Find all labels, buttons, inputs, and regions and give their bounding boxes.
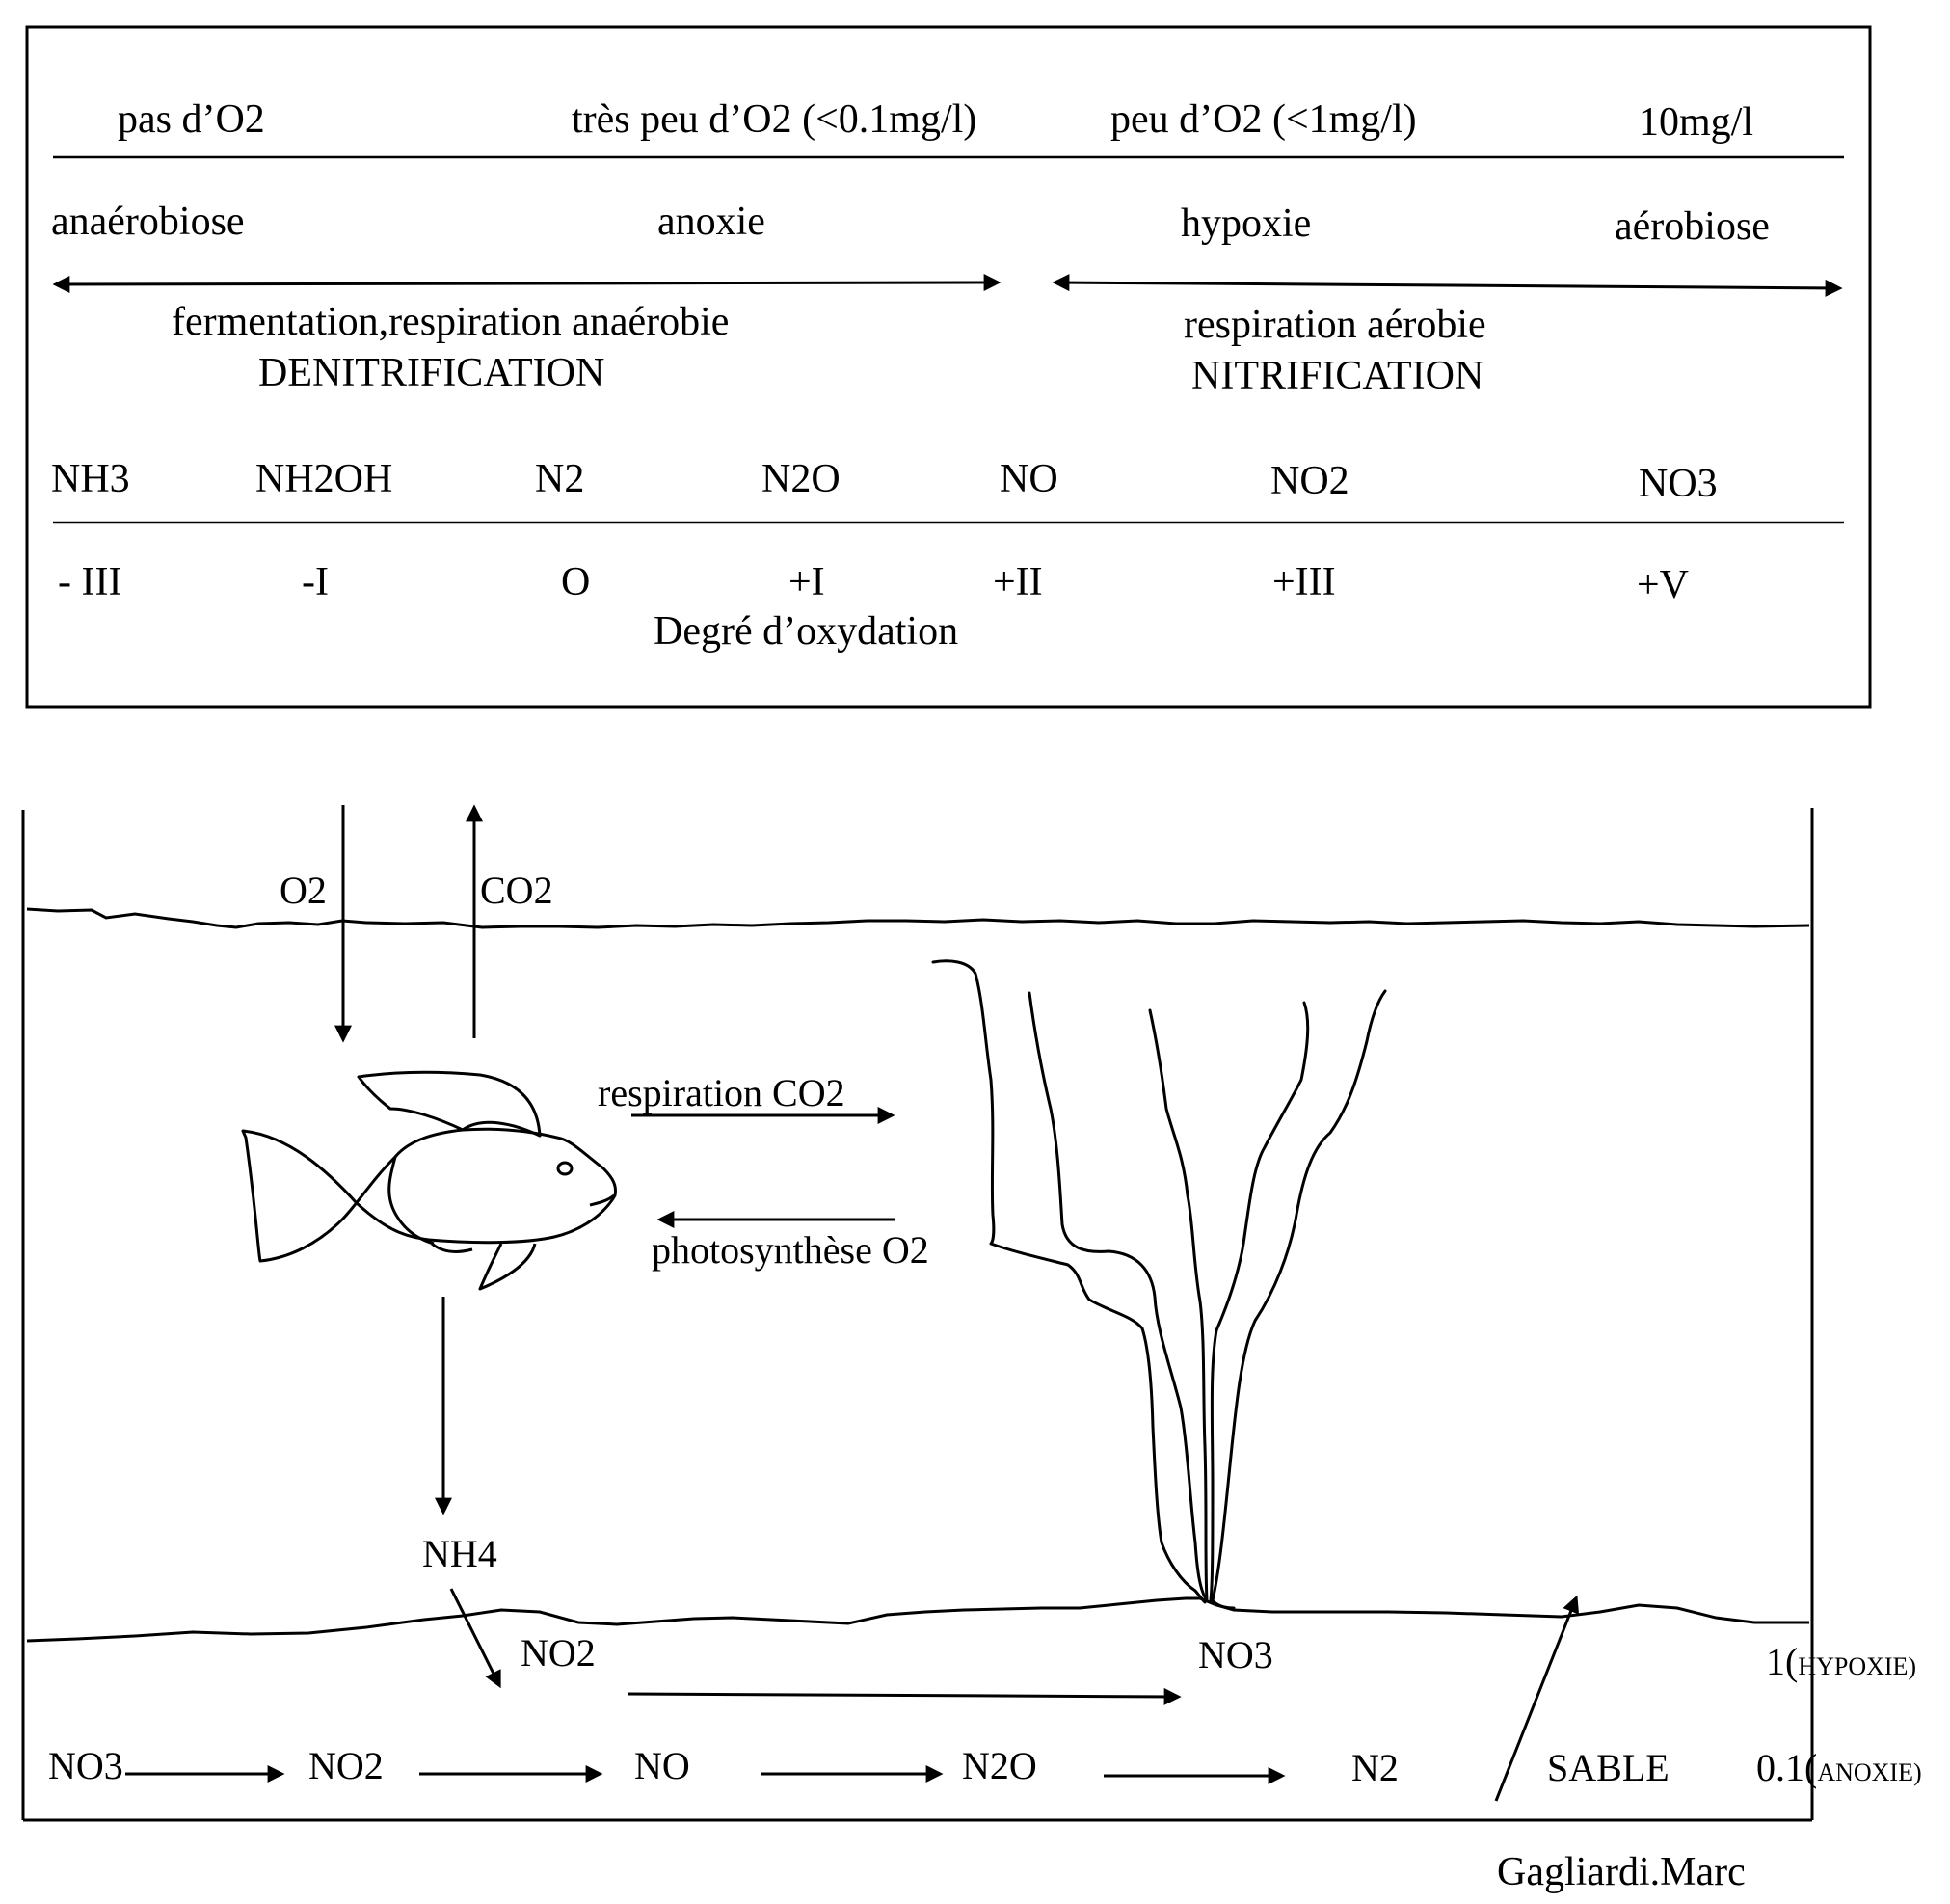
nitrification-no2: NO2 [521, 1631, 596, 1675]
oxidation-state: -I [302, 560, 329, 604]
species-formula: NO3 [1639, 462, 1718, 506]
sand-surface [26, 1596, 1809, 1643]
oxygen-level-very-low: très peu d’O2 (<0.1mg/l) [572, 97, 976, 142]
respiration-label: respiration CO2 [598, 1071, 845, 1114]
oxidation-state: +I [788, 560, 825, 604]
plant-icon [931, 959, 1387, 1610]
condition-anaerobiosis: anaérobiose [51, 200, 245, 244]
oxygen-level-low: peu d’O2 (<1mg/l) [1110, 97, 1417, 142]
chain-species: NO3 [48, 1744, 123, 1787]
fish-icon [241, 1070, 617, 1291]
level-hypoxia-word: HYPOXIE) [1798, 1652, 1916, 1680]
level-anoxia-word: ANOXIE) [1817, 1758, 1921, 1786]
aerobic-range-arrow [1052, 274, 1843, 297]
chain-species: NO [634, 1744, 690, 1787]
sand-label: SABLE [1547, 1746, 1670, 1789]
species-formula: NO [1000, 457, 1058, 501]
species-formula: NH2OH [255, 457, 392, 501]
nitrification-no3: NO3 [1198, 1633, 1273, 1676]
level-anoxia: 0.1(ANOXIE) [1756, 1746, 1922, 1789]
co2-label: CO2 [480, 869, 553, 912]
anaerobic-range-arrow [52, 274, 1002, 293]
level-hypoxia-value: 1( [1766, 1640, 1798, 1683]
table-border [25, 25, 1872, 709]
process-denitrification: DENITRIFICATION [258, 351, 604, 395]
chain-species: NO2 [308, 1744, 384, 1787]
oxidation-state: - III [58, 560, 121, 604]
process-nitrification: NITRIFICATION [1191, 354, 1483, 398]
condition-hypoxia: hypoxie [1181, 201, 1311, 246]
condition-anoxia: anoxie [657, 200, 765, 244]
process-aerobic: respiration aérobie [1184, 303, 1486, 347]
chain-species: N2O [962, 1744, 1037, 1787]
o2-label: O2 [280, 869, 327, 912]
oxidation-state: +II [993, 560, 1043, 604]
oxidation-state: +V [1637, 563, 1689, 607]
no2-to-no3-arrow [628, 1687, 1182, 1705]
oxygen-table: pas d’O2 très peu d’O2 (<0.1mg/l) peu d’… [25, 25, 1872, 709]
chain-species: N2 [1351, 1746, 1399, 1789]
sand-pointer-arrow [1494, 1595, 1580, 1802]
nh4-to-no2-arrow [449, 1588, 501, 1689]
species-formula: NH3 [51, 457, 130, 501]
photosynthesis-label: photosynthèse O2 [652, 1228, 929, 1272]
oxidation-state: O [561, 560, 590, 604]
species-formula: N2 [535, 457, 584, 501]
condition-aerobiosis: aérobiose [1615, 204, 1770, 249]
water-surface [26, 907, 1810, 929]
oxidation-label: Degré d’oxydation [654, 609, 958, 654]
aquarium: O2 CO2 respiration CO2 photosynthèse O2 [21, 804, 1922, 1822]
species-formula: N2O [761, 457, 841, 501]
oxidation-state: +III [1272, 560, 1336, 604]
author-signature: Gagliardi.Marc [1497, 1850, 1746, 1894]
level-anoxia-value: 0.1( [1756, 1746, 1817, 1789]
nh4-label: NH4 [422, 1532, 497, 1575]
process-anaerobic: fermentation,respiration anaérobie [172, 300, 729, 344]
species-formula: NO2 [1270, 459, 1349, 503]
oxygen-level-none: pas d’O2 [118, 97, 265, 142]
level-hypoxia: 1(HYPOXIE) [1766, 1640, 1916, 1683]
oxygen-level-high: 10mg/l [1639, 100, 1753, 145]
